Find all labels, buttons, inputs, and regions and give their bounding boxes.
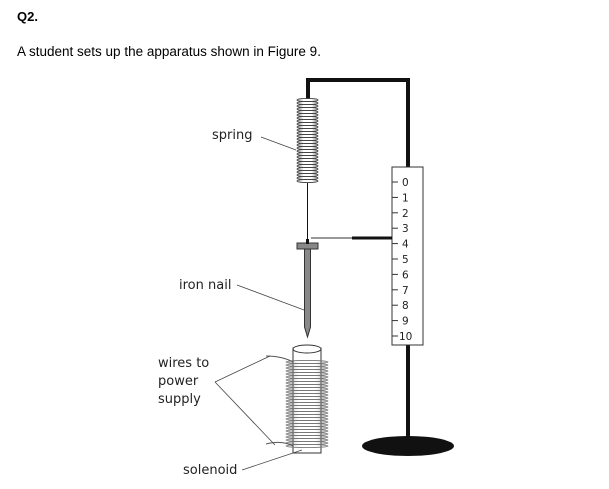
ruler-number: 3 (402, 223, 409, 235)
ruler-scale: 0 1 2 3 4 5 6 7 8 9 10 (392, 177, 412, 343)
stand-base (362, 436, 454, 456)
solenoid-leader (241, 449, 303, 471)
ruler-number: 0 (402, 177, 409, 189)
iron-nail (304, 248, 311, 339)
ruler-number: 6 (402, 269, 409, 281)
solenoid-top (292, 344, 322, 354)
label-wires-3: supply (158, 392, 201, 407)
label-iron-nail: iron nail (179, 278, 231, 293)
spring-leader (260, 136, 297, 151)
ruler-number: 9 (402, 316, 409, 328)
wires-leader-top (214, 355, 271, 383)
wires-leader-bottom (214, 381, 276, 446)
ruler-number: 8 (402, 300, 409, 312)
solenoid-coil (285, 443, 329, 449)
spring-coil (296, 178, 319, 184)
wire-top (265, 355, 294, 363)
label-spring: spring (212, 128, 252, 143)
iron-nail-leader (236, 284, 305, 311)
ruler (391, 166, 424, 346)
label-solenoid: solenoid (183, 463, 237, 478)
label-wires-2: power (158, 374, 199, 389)
ruler-number: 1 (402, 192, 409, 204)
solenoid-coils (285, 359, 329, 449)
ruler-number: 7 (402, 285, 409, 297)
ruler-number: 2 (402, 208, 409, 220)
ruler-number: 10 (399, 331, 412, 343)
question-text: A student sets up the apparatus shown in… (17, 44, 321, 59)
spring (296, 97, 319, 184)
ruler-number: 5 (402, 254, 409, 266)
question-number: Q2. (17, 9, 38, 24)
wire-bottom (265, 441, 294, 447)
ruler-number: 4 (402, 239, 409, 251)
nail-clip (306, 239, 309, 244)
label-wires-1: wires to (158, 356, 209, 371)
